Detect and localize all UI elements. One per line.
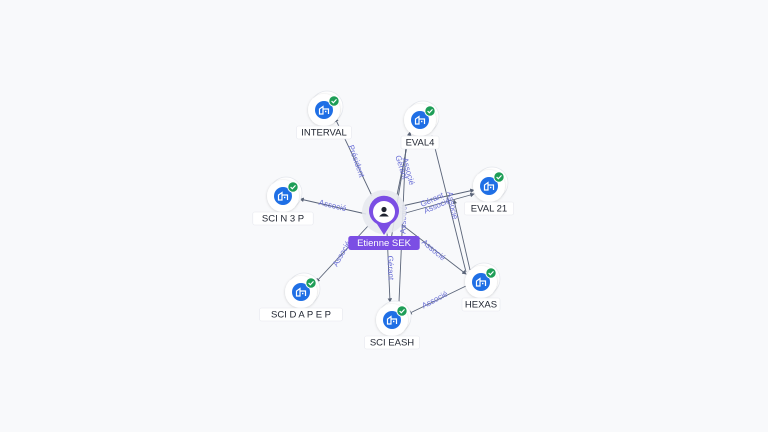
- person-name-label: Etienne SEK: [357, 238, 412, 249]
- verified-check-icon: [424, 105, 436, 117]
- company-label: EVAL4: [406, 138, 435, 149]
- company-icon: [295, 287, 307, 297]
- company-label: INTERVAL: [301, 128, 347, 139]
- edge-label: Associé: [420, 289, 449, 310]
- company-label: EVAL 21: [471, 204, 507, 215]
- company-label-bg: [252, 211, 314, 226]
- company-icon: [318, 105, 330, 115]
- edge-center-scin3p: [299, 197, 367, 215]
- verified-check-icon: [287, 181, 299, 193]
- edge-label: Président: [346, 144, 366, 180]
- company-label-bg: [464, 201, 514, 216]
- company-node-scin3p[interactable]: SCI N 3 P: [252, 176, 314, 226]
- company-label: HEXAS: [465, 300, 497, 311]
- verified-check-icon: [328, 95, 340, 107]
- company-label: SCI D A P E P: [271, 310, 331, 321]
- verified-check-icon: [485, 267, 497, 279]
- verified-check-icon: [493, 171, 505, 183]
- company-label-bg: [296, 125, 352, 140]
- edge-center-hexas: [400, 223, 467, 275]
- edge-center-eval21: [401, 192, 475, 215]
- edge-label: Gérant: [386, 256, 396, 282]
- person-node-center[interactable]: Etienne SEK: [348, 190, 420, 250]
- company-icon: [483, 181, 495, 191]
- company-node-interval[interactable]: INTERVAL: [296, 90, 352, 140]
- company-icon: [475, 277, 487, 287]
- verified-check-icon: [396, 305, 408, 317]
- company-node-eval21[interactable]: EVAL 21: [464, 166, 514, 216]
- company-label-bg: [259, 307, 343, 322]
- person-icon: [379, 206, 389, 217]
- verified-check-icon: [305, 277, 317, 289]
- edge-hexas-eval21: [452, 199, 471, 271]
- center-label-bg: [348, 236, 420, 250]
- company-label: SCI N 3 P: [262, 214, 304, 225]
- company-node-eval4[interactable]: EVAL4: [400, 100, 440, 150]
- edge-label: Associé: [420, 238, 448, 263]
- company-node-scidapep[interactable]: SCI D A P E P: [259, 272, 343, 322]
- edge-center-scidapep: [315, 225, 369, 283]
- edge-hexas-eval4: [430, 135, 467, 273]
- edge-hexas-scieash: [407, 285, 467, 315]
- company-label-bg: [461, 297, 501, 312]
- company-label: SCI EASH: [370, 338, 414, 349]
- company-label-bg: [364, 335, 420, 350]
- company-icon: [386, 315, 398, 325]
- company-node-hexas[interactable]: HEXAS: [461, 262, 501, 312]
- edge-label: Associé: [318, 198, 348, 214]
- company-node-scieash[interactable]: SCI EASH: [364, 300, 420, 350]
- company-label-bg: [400, 135, 440, 150]
- company-icon: [277, 191, 289, 201]
- company-icon: [414, 115, 426, 125]
- edge-center-eval21: [401, 188, 475, 207]
